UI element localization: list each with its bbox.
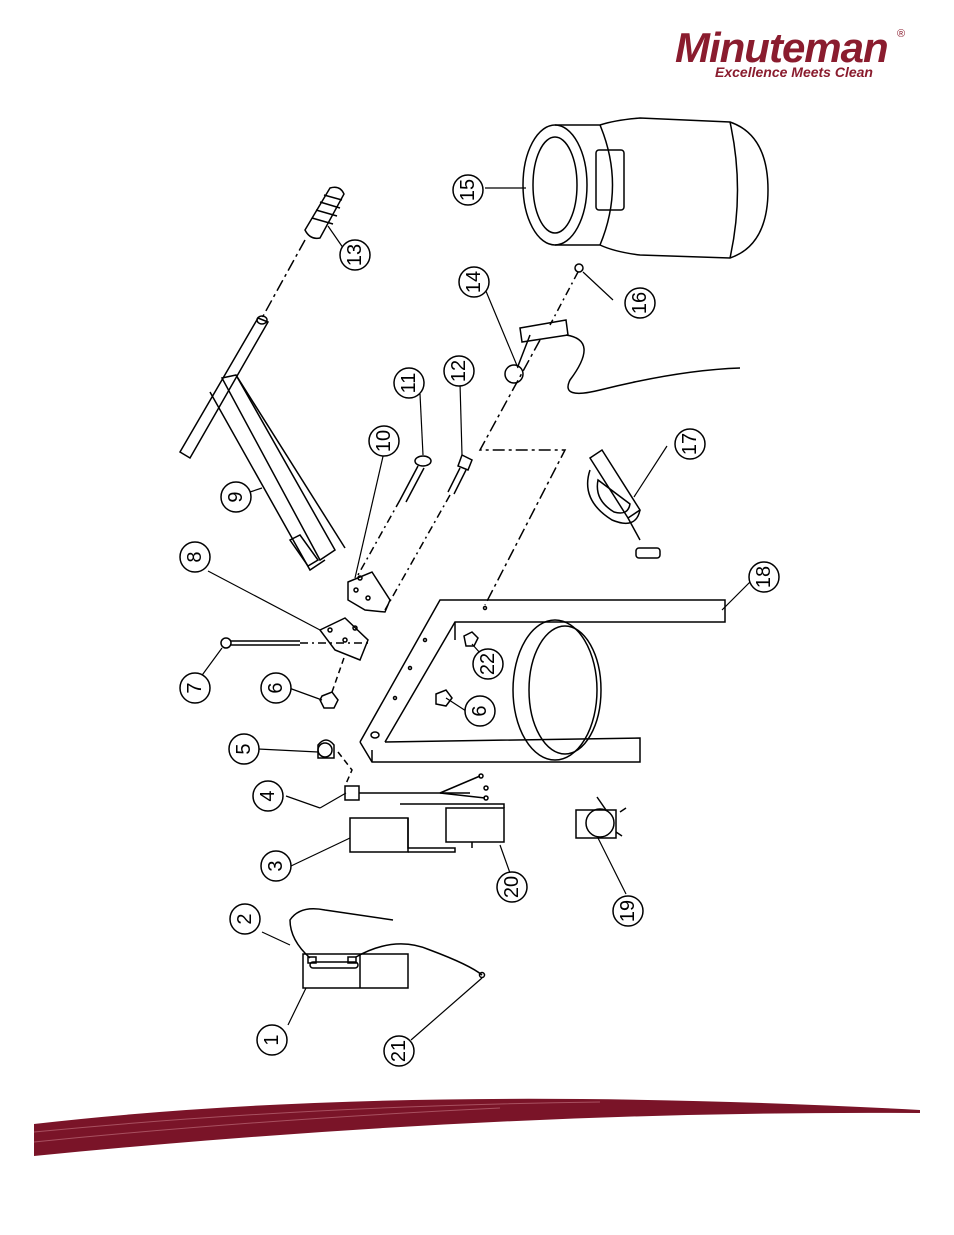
part-18-frame <box>359 599 726 763</box>
callout-label: 21 <box>388 1040 410 1062</box>
callout-label: 11 <box>398 373 420 394</box>
callout-circle <box>260 672 292 704</box>
callout-circle <box>256 1024 288 1056</box>
callout-circle <box>464 695 496 727</box>
callout-circle <box>458 266 490 298</box>
callout-circle <box>612 895 644 927</box>
logo-tagline: Excellence Meets Clean <box>715 64 873 80</box>
part-4-connector <box>344 773 489 801</box>
callout-circle <box>748 561 780 593</box>
part-10-bracket <box>347 571 391 613</box>
part-21-wire <box>355 943 483 976</box>
callout-circle <box>452 174 484 206</box>
callout-circle <box>624 287 656 319</box>
logo-registered-mark: ® <box>897 28 906 40</box>
part-3-board <box>349 817 456 853</box>
callout-circle <box>496 871 528 903</box>
part-15-tank <box>522 117 769 259</box>
callout-circle <box>179 541 211 573</box>
part-13-grip <box>304 186 345 240</box>
part-16-terminal <box>574 263 584 273</box>
callout-label: 6 <box>469 705 491 716</box>
part-6-nut-b <box>435 689 453 707</box>
callout-label: 13 <box>344 244 366 266</box>
callout-circle <box>443 355 475 387</box>
part-12-bolt <box>447 453 473 495</box>
part-9-handle-frame <box>178 315 346 572</box>
callout-label: 19 <box>617 900 639 922</box>
part-2-wire <box>289 908 394 959</box>
callout-circle <box>339 239 371 271</box>
callout-label: 15 <box>457 179 479 201</box>
callout-label: 6 <box>265 682 287 693</box>
leader-lines <box>199 187 753 1041</box>
minuteman-logo: Minuteman ® Excellence Meets Clean <box>675 26 915 86</box>
callout-label: 7 <box>184 682 206 693</box>
callout-label: 14 <box>463 271 485 293</box>
callout-label: 1 <box>261 1034 283 1045</box>
part-8-bracket <box>318 617 369 661</box>
part-19-bushing <box>575 796 627 839</box>
callout-circle <box>179 672 211 704</box>
callout-label: 2 <box>234 913 256 924</box>
callout-circle <box>220 481 252 513</box>
callout-circle <box>229 903 261 935</box>
footer-swoosh <box>33 1098 920 1156</box>
callout-label: 16 <box>629 292 651 314</box>
callout-circle <box>252 780 284 812</box>
callout-label: 9 <box>225 491 247 502</box>
callout-circle <box>368 425 400 457</box>
part-20-board <box>400 803 505 848</box>
part-22-nut <box>463 631 479 647</box>
callout-circle <box>393 367 425 399</box>
part-17-clamp <box>586 448 661 559</box>
callout-label: 3 <box>265 860 287 871</box>
callout-label: 22 <box>477 653 499 675</box>
part-7-bolt <box>220 637 300 649</box>
callout-label: 18 <box>753 566 775 588</box>
part-5-knob <box>317 739 335 759</box>
callout-label: 17 <box>679 433 701 455</box>
callout-circle <box>228 733 260 765</box>
callout-label: 4 <box>257 790 279 801</box>
logo-brand: Minuteman <box>675 24 889 71</box>
part-6-nut-a <box>319 691 339 709</box>
callout-circle <box>674 428 706 460</box>
callout-label: 5 <box>233 743 255 754</box>
callout-label: 20 <box>501 876 523 898</box>
part-11-pin <box>399 455 432 503</box>
part-18-ring <box>512 619 602 761</box>
part-1-battery <box>302 953 409 989</box>
cable <box>565 334 741 395</box>
callout-label: 8 <box>184 551 206 562</box>
callout-label: 12 <box>448 360 470 382</box>
callout-label: 10 <box>373 430 395 452</box>
part-14-switch <box>504 319 569 384</box>
callout-circle <box>260 850 292 882</box>
callout-circle <box>383 1035 415 1067</box>
callout-circle <box>472 648 504 680</box>
